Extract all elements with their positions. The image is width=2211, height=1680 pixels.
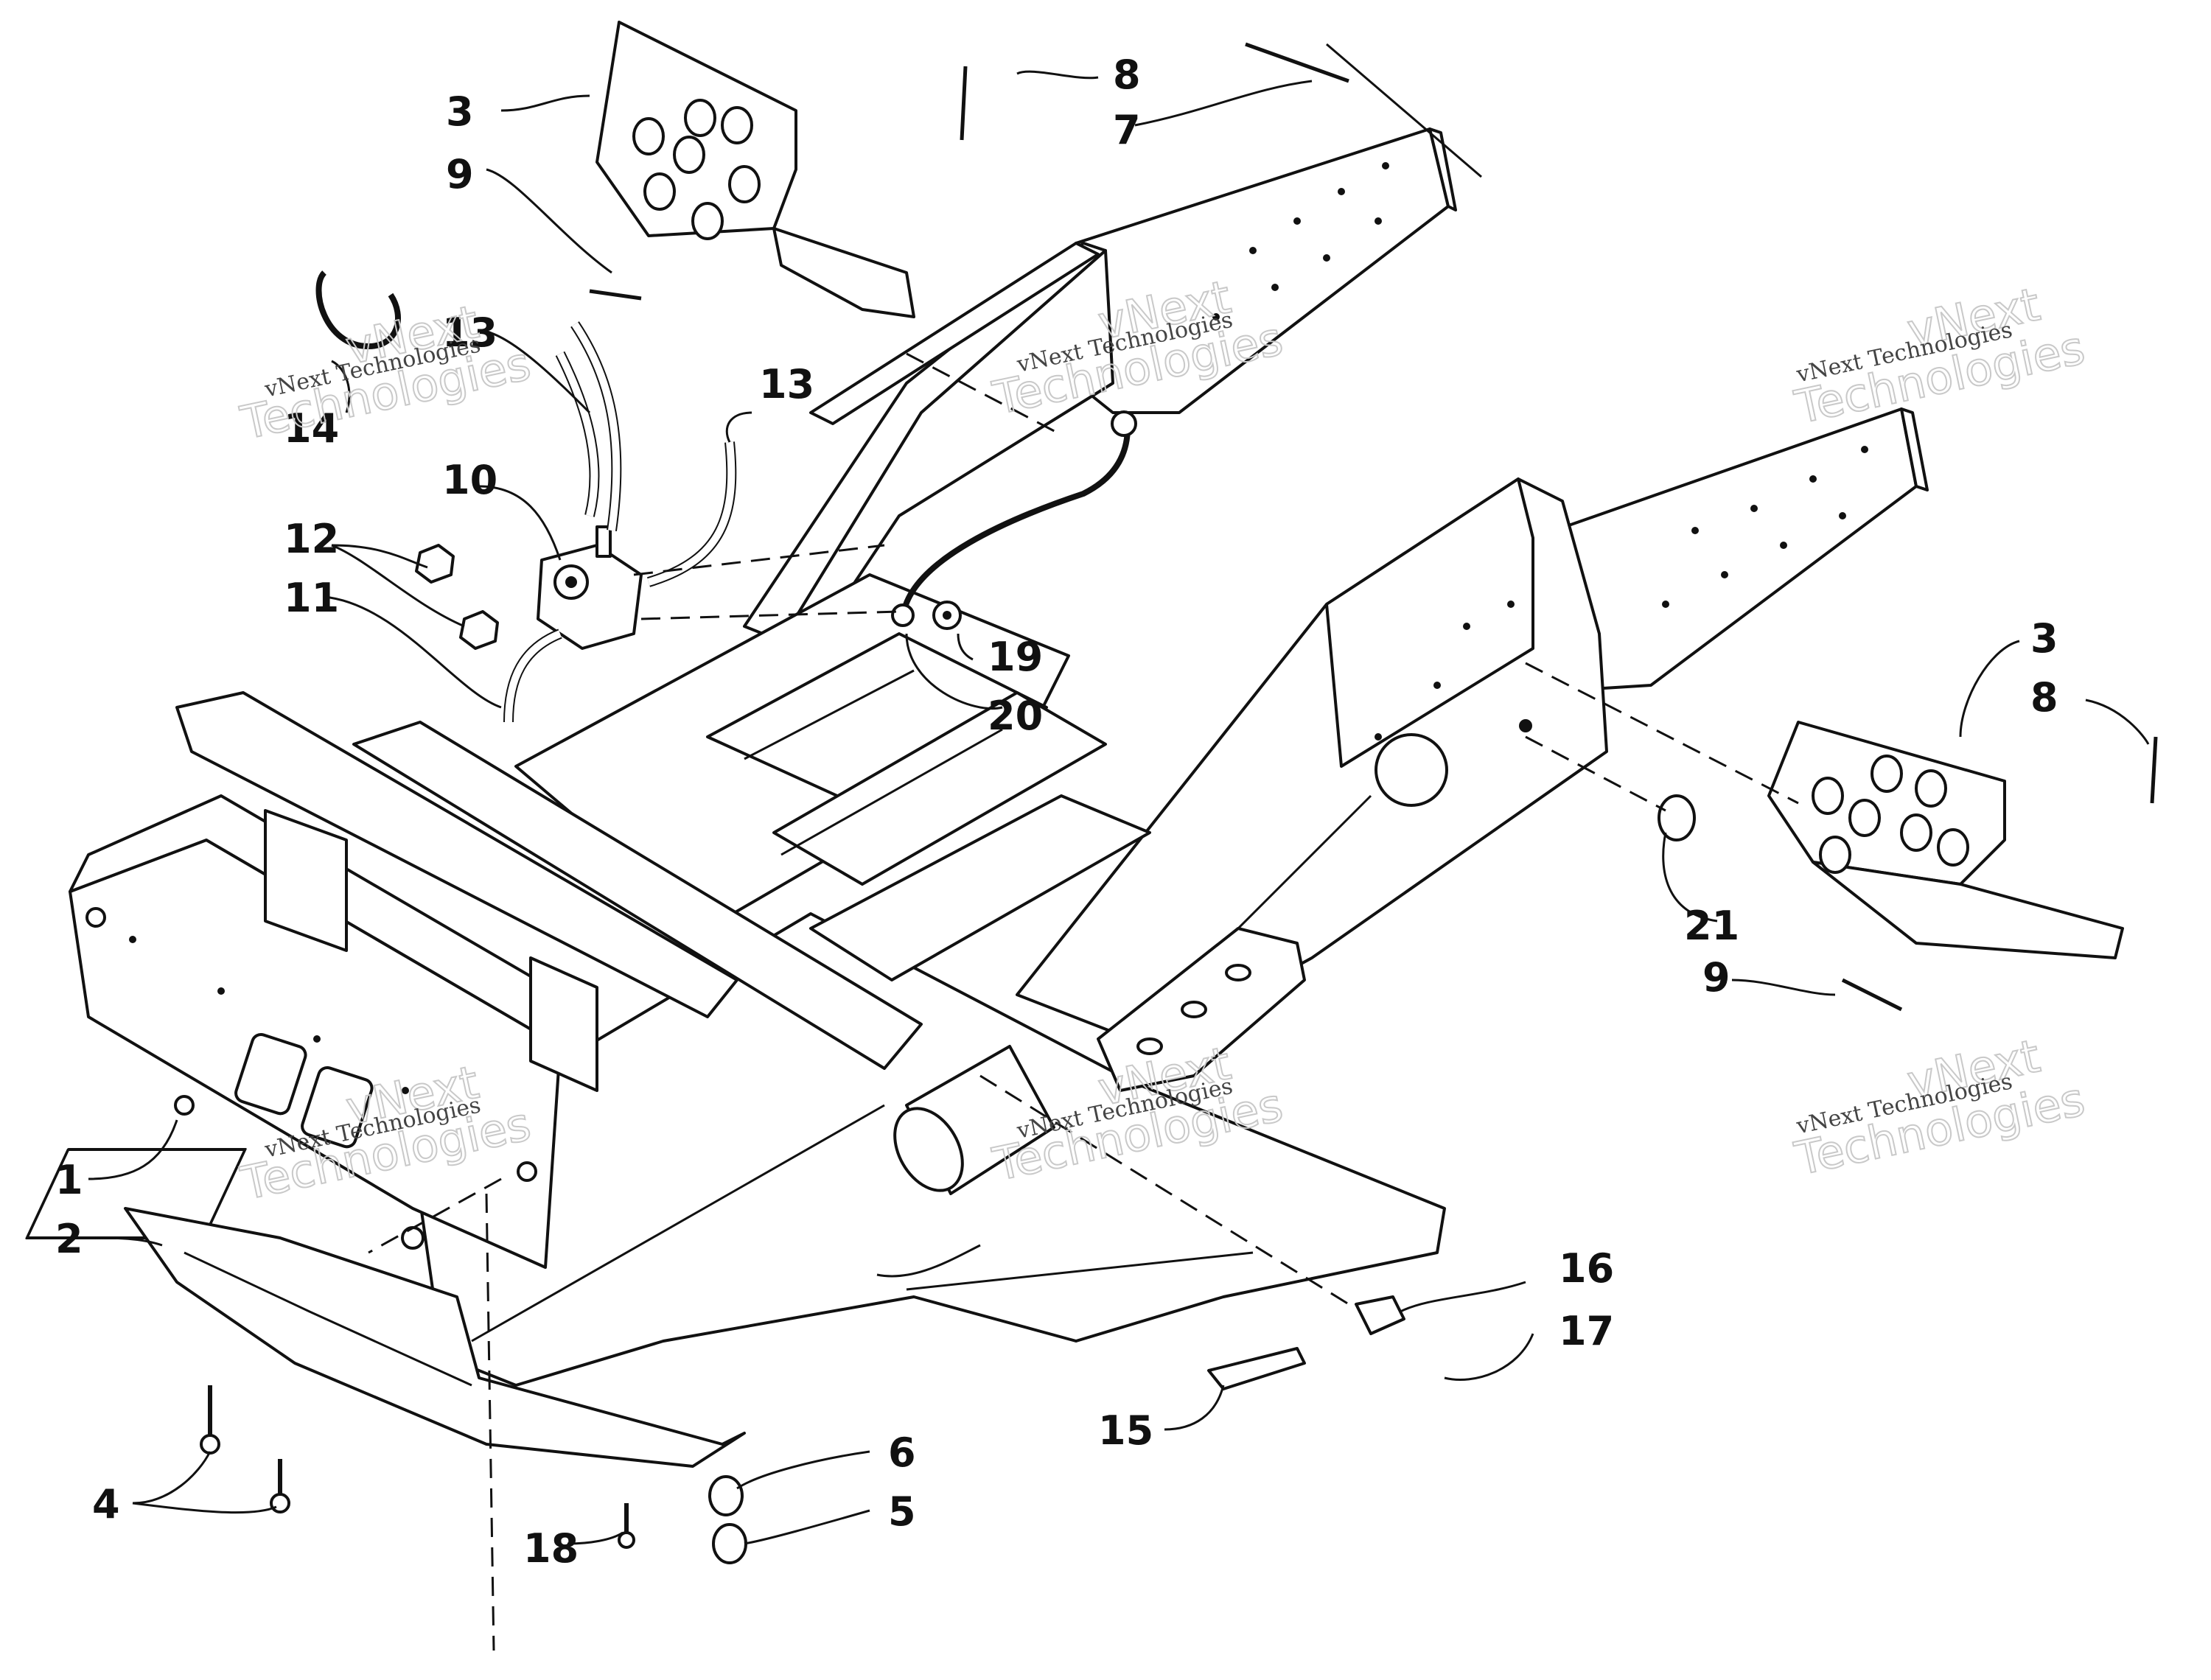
nuts <box>415 544 499 650</box>
callout-6: 6 <box>888 1429 916 1476</box>
footrest-left <box>595 21 915 318</box>
rear-frame-rail-lower <box>1531 407 1929 690</box>
footrest-right <box>1767 721 2124 959</box>
main-frame-side-plate <box>1016 477 1608 1048</box>
callout-9-right: 9 <box>1702 954 1730 1001</box>
callout-14: 14 <box>284 405 339 452</box>
callout-11: 11 <box>284 575 339 621</box>
front-bumper-frame <box>69 691 923 1269</box>
grommet <box>1658 794 1696 841</box>
callout-13-upper: 13 <box>442 309 497 356</box>
leader-lines <box>88 70 2150 1545</box>
callout-numbers: 3 9 8 7 13 13 14 10 12 11 19 20 3 8 21 9… <box>55 52 2058 1572</box>
callout-5: 5 <box>888 1488 916 1535</box>
callout-13-right: 13 <box>759 361 814 407</box>
cross-tube <box>893 1045 1055 1195</box>
mounting-bracket <box>1097 927 1306 1092</box>
callout-21: 21 <box>1684 903 1739 949</box>
alignment-lines <box>368 43 1799 1651</box>
screws <box>200 1385 635 1549</box>
skid-plate <box>124 1207 746 1468</box>
cable-clip <box>1355 1295 1405 1335</box>
callout-8-right: 8 <box>2030 674 2058 721</box>
callout-7: 7 <box>1113 107 1141 153</box>
watermark-bottom-right: vNext Technologies vNext Technologies <box>1789 1028 2090 1186</box>
hose-clamp <box>315 270 401 350</box>
watermark-top-right: vNext Technologies vNext Technologies <box>1789 276 2090 435</box>
hoses <box>503 321 737 723</box>
callout-2: 2 <box>55 1216 83 1262</box>
callout-10: 10 <box>442 457 497 503</box>
callout-19: 19 <box>988 634 1043 680</box>
callout-12: 12 <box>284 516 339 562</box>
rivets <box>589 42 2158 1012</box>
callout-3-right: 3 <box>2030 615 2058 662</box>
frame-cross-members <box>514 573 1151 981</box>
fuel-pump <box>537 525 643 650</box>
callout-4: 4 <box>92 1481 120 1527</box>
callout-20: 20 <box>988 693 1043 739</box>
callout-8-left: 8 <box>1113 52 1141 98</box>
bushings <box>708 1475 747 1564</box>
star-washer <box>932 601 962 630</box>
callout-17: 17 <box>1559 1308 1614 1354</box>
callout-16: 16 <box>1559 1245 1614 1292</box>
ground-wire <box>891 410 1137 627</box>
callout-15: 15 <box>1098 1407 1153 1454</box>
callout-1: 1 <box>55 1157 83 1203</box>
callout-18: 18 <box>523 1525 579 1572</box>
cable-tie <box>1207 1347 1306 1390</box>
callout-3-left: 3 <box>446 88 474 135</box>
callout-9-left: 9 <box>446 151 474 197</box>
left-tunnel-rail <box>743 242 1114 650</box>
